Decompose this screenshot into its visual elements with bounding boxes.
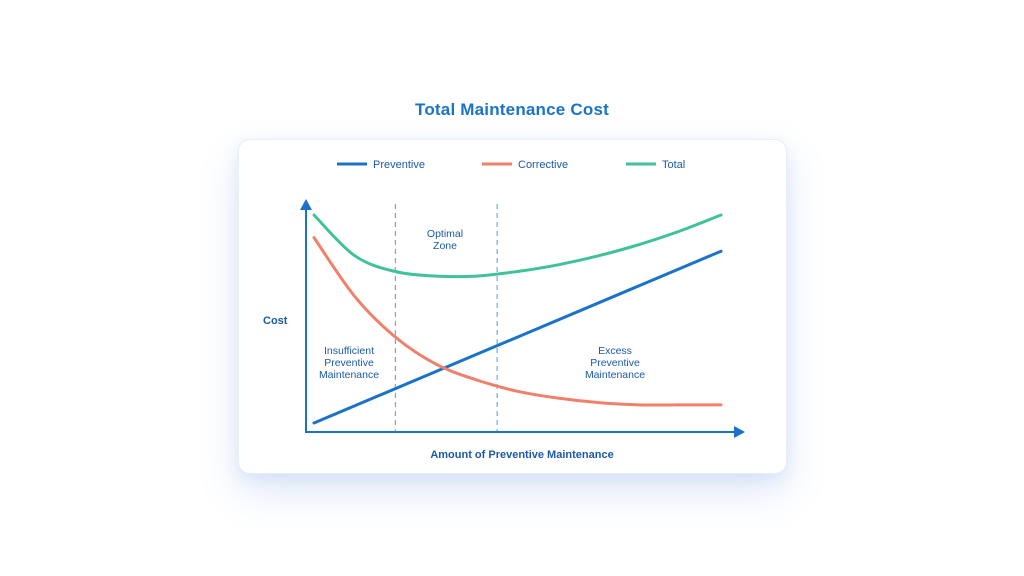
annotation-optimal-zone-line-1: Optimal — [427, 228, 463, 240]
annotation-excess-line-3: Maintenance — [585, 369, 645, 381]
series-line-preventive — [312, 249, 723, 425]
y-axis-label: Cost — [263, 315, 288, 327]
legend-label-corrective: Corrective — [518, 159, 568, 171]
series-line-total — [312, 213, 723, 279]
annotation-insufficient-line-3: Maintenance — [319, 369, 379, 381]
legend-label-preventive: Preventive — [373, 159, 425, 171]
series-layer — [312, 213, 723, 425]
annotation-optimal-zone-line-2: Zone — [433, 240, 457, 252]
zone-guides — [394, 204, 498, 431]
series-line-corrective — [312, 236, 723, 407]
legend: Preventive Corrective Total — [337, 159, 685, 171]
annotation-excess-line-1: Excess — [598, 345, 632, 357]
chart-title: Total Maintenance Cost — [415, 100, 609, 119]
x-axis-label: Amount of Preventive Maintenance — [430, 449, 613, 461]
y-axis-arrow — [300, 199, 312, 210]
x-axis-arrow — [734, 426, 745, 438]
legend-label-total: Total — [662, 159, 685, 171]
annotation-insufficient-line-1: Insufficient — [324, 345, 374, 357]
annotation-insufficient-line-2: Preventive — [324, 357, 374, 369]
annotation-excess-line-2: Preventive — [590, 357, 640, 369]
axes — [300, 199, 745, 438]
